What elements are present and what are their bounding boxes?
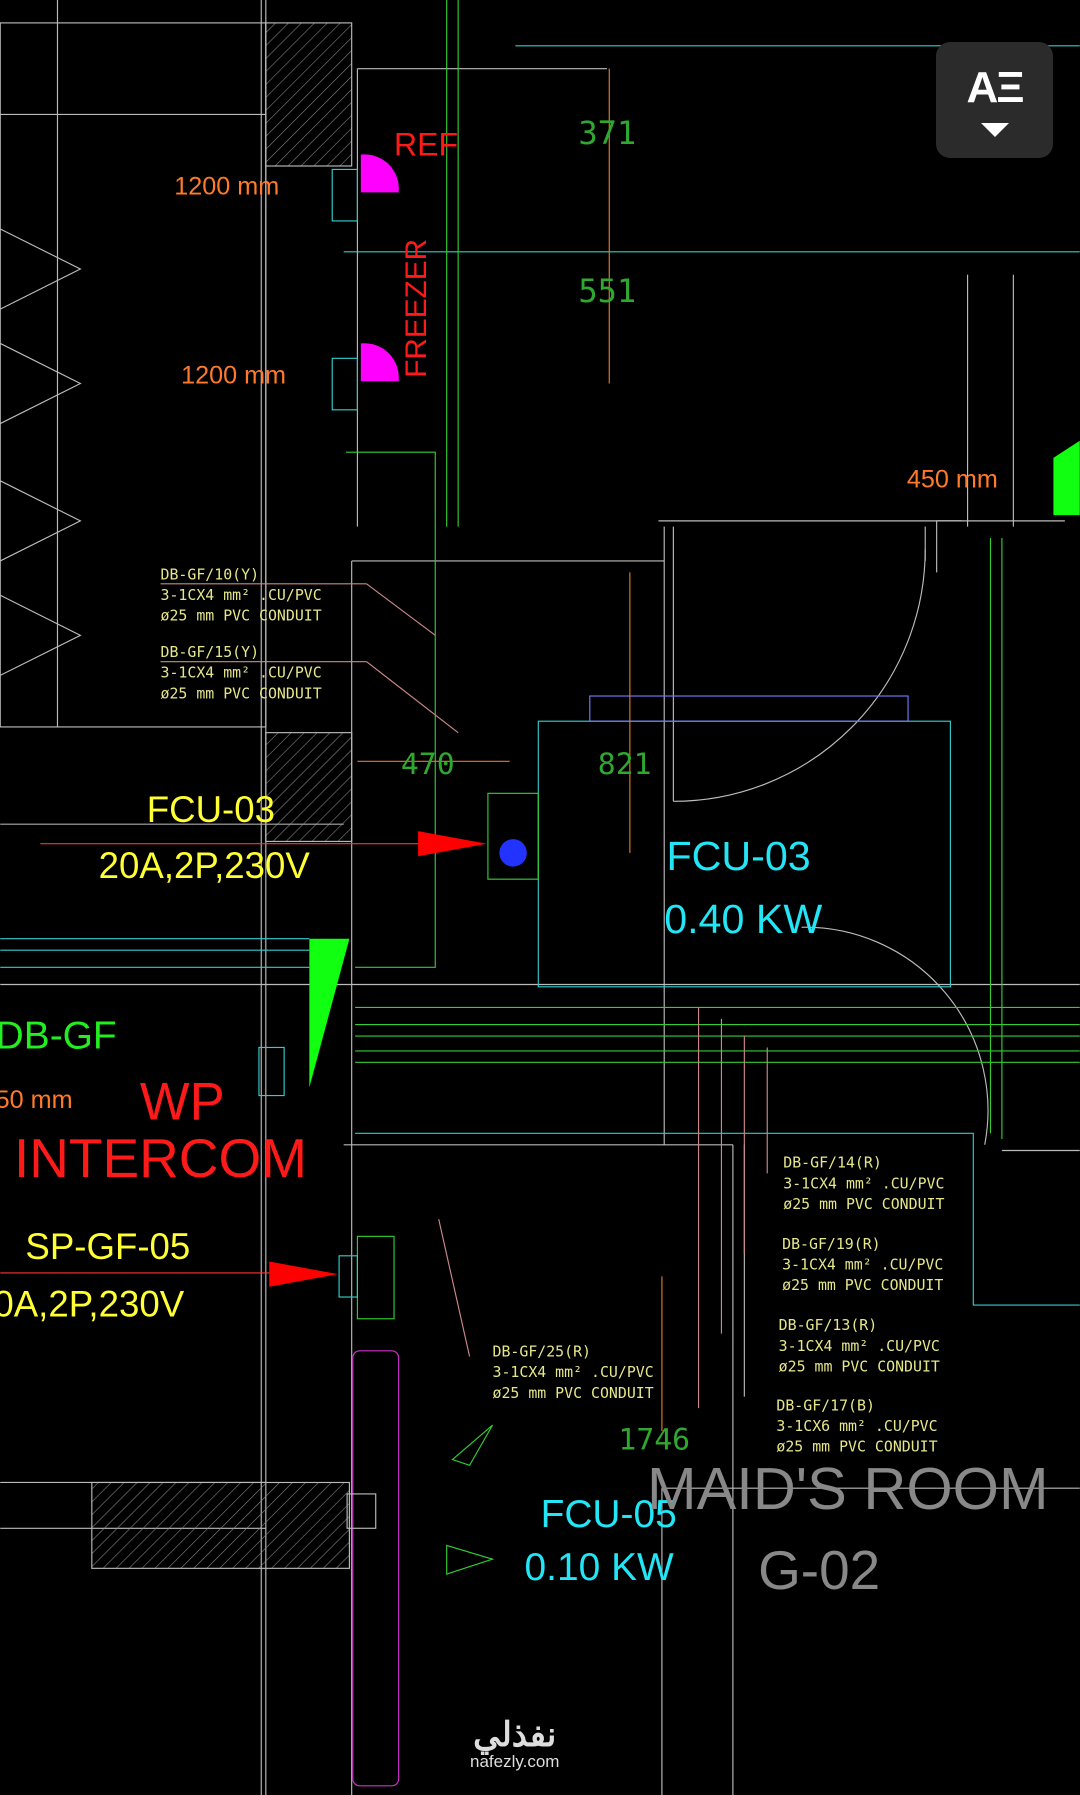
watermark-url: nafezly.com [470,1752,560,1771]
chevron-down-icon [980,123,1009,137]
fcu03-power: 0.40 KW [664,896,822,942]
labels: REF FREEZER 1200 mm 1200 mm 450 mm 50 mm… [0,114,1049,1601]
dimension-470: 470 [401,747,455,782]
intercom-label: INTERCOM [14,1127,307,1189]
dimension-821: 821 [598,747,652,782]
svg-text:3-1CX4 mm² .CU/PVC: 3-1CX4 mm² .CU/PVC [492,1363,653,1381]
svg-text:3-1CX4 mm² .CU/PVC: 3-1CX4 mm² .CU/PVC [783,1174,944,1192]
svg-text:DB-GF/19(R): DB-GF/19(R) [782,1235,881,1253]
svg-text:3-1CX4 mm² .CU/PVC: 3-1CX4 mm² .CU/PVC [161,664,322,682]
fcu03-label: FCU-03 [666,833,810,879]
ref-outlet-icon [360,154,399,193]
sp-label: SP-GF-05 [25,1226,190,1267]
fcu05-power: 0.10 KW [525,1546,674,1589]
db-gf-label: DB-GF [0,1015,117,1058]
circuit-conduit: ø25 mm PVC CONDUIT [161,606,322,624]
room-name: MAID'S ROOM [647,1455,1049,1522]
reader-mode-button[interactable]: AΞ [936,42,1053,158]
conduit-lines [0,0,1080,1306]
fixtures [258,154,1080,1787]
dimension-1746: 1746 [618,1422,690,1457]
dimension-371: 371 [578,114,636,152]
arrow-icon [269,1261,338,1287]
svg-text:3-1CX4 mm² .CU/PVC: 3-1CX4 mm² .CU/PVC [782,1256,943,1274]
room-number: G-02 [758,1539,880,1601]
circuit-note: DB-GF/17(B) 3-1CX6 mm² .CU/PVC ø25 mm PV… [776,1396,937,1455]
svg-text:3-1CX4 mm² .CU/PVC: 3-1CX4 mm² .CU/PVC [779,1337,940,1355]
watermark-arabic: نفذلي [473,1716,557,1754]
svg-text:ø25 mm PVC CONDUIT: ø25 mm PVC CONDUIT [779,1357,940,1375]
svg-text:ø25 mm PVC CONDUIT: ø25 mm PVC CONDUIT [782,1276,943,1294]
circuit-note: DB-GF/19(R) 3-1CX4 mm² .CU/PVC ø25 mm PV… [782,1235,943,1294]
freezer-label: FREEZER [400,239,433,378]
height-label: 1200 mm [181,361,286,389]
dimension-551: 551 [578,272,636,310]
circuit-notes: DB-GF/10(Y) 3-1CX4 mm² .CU/PVC ø25 mm PV… [161,565,945,1455]
reader-mode-icon: AΞ [966,63,1024,112]
freezer-outlet-icon [360,343,399,382]
height-label: 50 mm [0,1086,73,1114]
svg-text:DB-GF/15(Y): DB-GF/15(Y) [161,643,260,661]
fcu-isolator-icon [499,839,527,867]
circuit-note: DB-GF/25(R) 3-1CX4 mm² .CU/PVC ø25 mm PV… [492,1343,653,1402]
circuit-id: DB-GF/10(Y) [161,565,260,583]
fcu03-feed-label: FCU-03 [147,789,275,830]
leader-lines [0,583,768,1409]
svg-text:DB-GF/14(R): DB-GF/14(R) [783,1154,882,1172]
fcu03-feed-spec: 20A,2P,230V [99,845,311,886]
svg-text:ø25 mm PVC CONDUIT: ø25 mm PVC CONDUIT [492,1384,653,1402]
svg-text:DB-GF/25(R): DB-GF/25(R) [492,1343,591,1361]
height-label: 1200 mm [174,173,279,201]
circuit-note: DB-GF/10(Y) 3-1CX4 mm² .CU/PVC ø25 mm PV… [161,565,322,624]
wp-label: WP [140,1073,225,1132]
db-panel-icon [309,938,350,1088]
svg-text:ø25 mm PVC CONDUIT: ø25 mm PVC CONDUIT [776,1438,937,1456]
dimensions [357,68,663,1431]
svg-text:ø25 mm PVC CONDUIT: ø25 mm PVC CONDUIT [161,684,322,702]
circuit-cable: 3-1CX4 mm² .CU/PVC [161,586,322,604]
svg-text:ø25 mm PVC CONDUIT: ø25 mm PVC CONDUIT [783,1195,944,1213]
circuit-note: DB-GF/14(R) 3-1CX4 mm² .CU/PVC ø25 mm PV… [783,1154,944,1213]
circuit-note: DB-GF/15(Y) 3-1CX4 mm² .CU/PVC ø25 mm PV… [161,643,322,702]
circuit-note: DB-GF/13(R) 3-1CX4 mm² .CU/PVC ø25 mm PV… [779,1316,940,1375]
svg-text:DB-GF/13(R): DB-GF/13(R) [779,1316,878,1334]
height-label: 450 mm [907,466,998,494]
fcu05-label: FCU-05 [541,1493,677,1536]
svg-text:3-1CX6 mm² .CU/PVC: 3-1CX6 mm² .CU/PVC [776,1417,937,1435]
watermark: نفذلي nafezly.com [470,1718,559,1772]
arrow-icon [418,831,487,857]
ref-label: REF [394,127,458,163]
sp-spec: 0A,2P,230V [0,1283,185,1324]
svg-text:DB-GF/17(B): DB-GF/17(B) [776,1396,875,1414]
